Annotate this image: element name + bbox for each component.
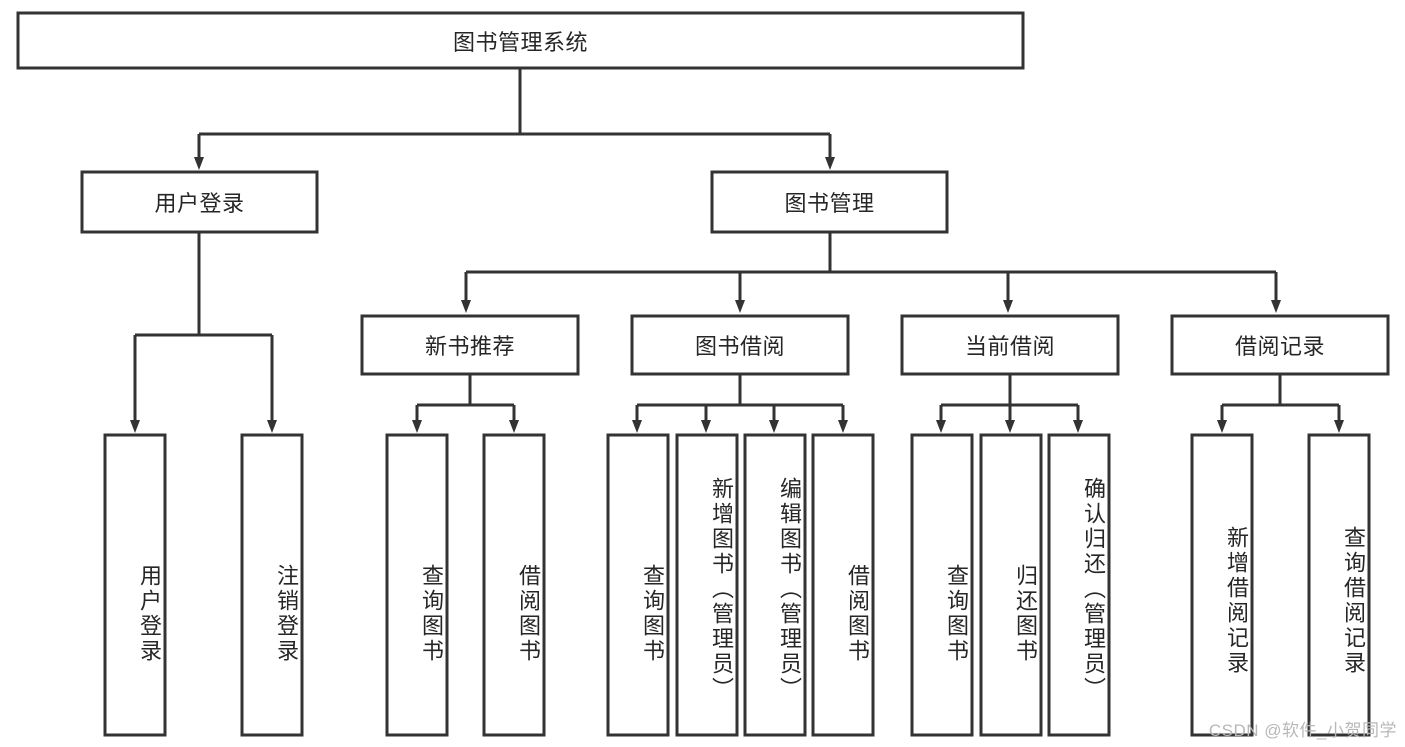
node-rect-leaf-add-book[interactable] [675,433,739,737]
node-rect-new-book-rec[interactable] [360,314,580,376]
node-rect-borrow-record[interactable] [1170,314,1390,376]
node-rect-leaf-borrow-book-1[interactable] [482,433,546,737]
csdn-watermark: CSDN @软件_小贺同学 [1208,721,1397,740]
node-rect-leaf-return-book[interactable] [979,433,1043,737]
node-rect-leaf-query-book-3[interactable] [910,433,974,737]
node-rect-leaf-confirm-return[interactable] [1047,433,1111,737]
node-rect-leaf-logout[interactable] [240,433,304,737]
node-rect-user-login[interactable] [80,170,319,234]
node-rect-root[interactable] [16,11,1025,70]
node-rect-book-mgmt[interactable] [710,170,949,234]
node-rect-leaf-borrow-book-2[interactable] [811,433,875,737]
node-rect-leaf-query-book-2[interactable] [606,433,670,737]
node-rect-leaf-query-book-1[interactable] [385,433,449,737]
node-rect-current-borrow[interactable] [900,314,1120,376]
node-rect-book-borrow[interactable] [630,314,850,376]
node-rect-leaf-user-login[interactable] [103,433,167,737]
node-rect-leaf-edit-book[interactable] [743,433,807,737]
node-rect-leaf-query-record[interactable] [1307,433,1371,737]
node-rect-leaf-add-record[interactable] [1190,433,1254,737]
